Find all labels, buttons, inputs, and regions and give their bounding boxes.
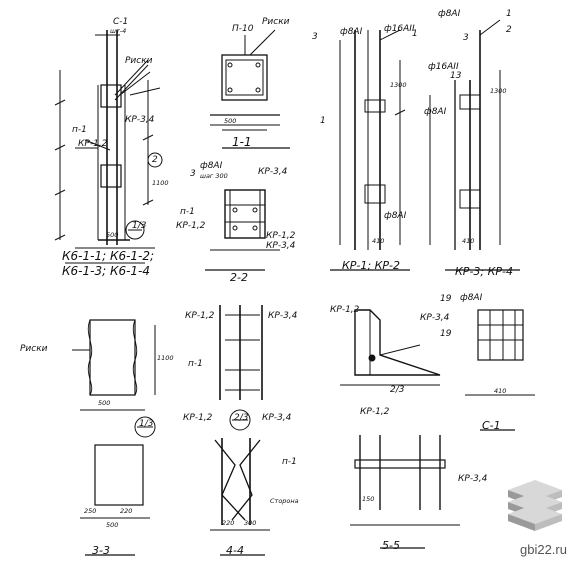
circle-1-c: 1 <box>506 9 512 19</box>
section-3-3 <box>80 416 156 556</box>
label-kr12-f: КР-1,2 <box>183 413 213 423</box>
label-phi8-a: ф8АI <box>200 161 223 171</box>
circle-19-a: 19 <box>440 294 452 304</box>
dim-1100-b: 1100 <box>157 354 174 362</box>
dim-150: 150 <box>362 495 375 503</box>
label-kr34-e: КР-3,4 <box>420 313 450 323</box>
dim-250-a: 250 <box>84 507 97 515</box>
label-m1-c: п-1 <box>188 359 203 369</box>
label-kr34-d: КР-3,4 <box>268 311 298 321</box>
circle-3-a: 3 <box>190 169 196 179</box>
column-elevation <box>54 30 163 264</box>
label-section-1-1: 1-1 <box>232 135 252 149</box>
label-riski-top: Риски <box>125 56 153 66</box>
frac-2-3-b: 2/3 <box>234 413 249 423</box>
watermark-logo <box>508 480 562 531</box>
label-phi16-b: ф16АII <box>428 62 459 72</box>
label-k6-1: К6-1-1; К6-1-2; <box>62 249 155 263</box>
label-sht4: шт-4 <box>110 27 127 35</box>
label-phi8-b: ф8АI <box>340 27 363 37</box>
frame-kr1-kr2 <box>330 29 410 271</box>
label-kr12-g: КР-1,2 <box>360 407 390 417</box>
label-p10: П-10 <box>232 24 254 34</box>
dim-220-a: 220 <box>120 507 133 515</box>
column-end-view <box>72 319 156 411</box>
dim-1300-a: 1300 <box>390 81 407 89</box>
mesh-c1 <box>465 309 535 431</box>
dim-410-a: 410 <box>372 237 385 245</box>
label-kr12-b: КР-1,2 <box>176 221 206 231</box>
circle-2-a: 2 <box>152 155 158 165</box>
label-section-5-5: 5-5 <box>382 539 400 552</box>
section-4-4-plan <box>210 409 270 556</box>
circle-1-a: 1 <box>412 29 418 39</box>
label-kr12-d: КР-1,2 <box>185 311 215 321</box>
label-kr34-b: КР-3,4 <box>258 167 288 177</box>
circle-1-b: 1 <box>320 116 326 126</box>
frac-1-3-b: 1/3 <box>139 419 154 429</box>
label-kr12-left: КР-1,2 <box>78 139 108 149</box>
section-5-5 <box>350 435 460 549</box>
label-section-2-2: 2-2 <box>230 271 248 284</box>
label-section-4-4: 4-4 <box>226 544 244 557</box>
label-kr3-kr4: КР-3; КР-4 <box>455 265 514 278</box>
label-section-3-3: 3-3 <box>92 544 110 557</box>
label-kr34-left: КР-3,4 <box>125 115 155 125</box>
label-m1-d: п-1 <box>282 457 297 467</box>
dim-410-b: 410 <box>462 237 475 245</box>
label-phi8-c: ф8АI <box>384 211 407 221</box>
label-kr1-kr2: КР-1; КР-2 <box>342 259 401 272</box>
label-kr34-f: КР-3,4 <box>262 413 292 423</box>
frame-kr3-kr4 <box>429 19 520 271</box>
label-kr12-e: КР-1,2 <box>330 305 360 315</box>
label-phi16-a: ф16АII <box>384 24 415 34</box>
label-k6-2: К6-1-3; К6-1-4 <box>62 264 151 278</box>
dim-500-a: 500 <box>106 231 119 239</box>
circle-2-b: 2 <box>506 25 512 35</box>
label-storona: Сторона <box>270 497 299 505</box>
frac-2-3: 2/3 <box>390 385 405 395</box>
label-kr34-c: КР-3,4 <box>266 241 296 251</box>
dim-500-d: 500 <box>106 521 119 529</box>
plate-section-1-1 <box>210 29 290 149</box>
label-c1-top: С-1 <box>113 17 129 27</box>
label-m1-b: п-1 <box>180 207 195 217</box>
dim-500-c: 500 <box>98 399 111 407</box>
label-riski-left: Риски <box>20 344 48 354</box>
dim-410-c: 410 <box>494 387 507 395</box>
circle-19-b: 19 <box>440 329 452 339</box>
frac-1-3-a: 1/3 <box>132 221 147 231</box>
dim-500-b: 500 <box>224 117 237 125</box>
website-watermark: gbi22.ru <box>520 542 567 557</box>
label-phi8-f: ф8АI <box>460 293 483 303</box>
circle-13: 13 <box>450 71 462 81</box>
label-m1-left: п-1 <box>72 125 87 135</box>
section-2-2 <box>205 189 280 271</box>
section-4-4-elevation <box>219 305 263 400</box>
console-bracket <box>340 309 441 386</box>
circle-3-b: 3 <box>312 32 318 42</box>
label-phi8-e: ф8АI <box>424 107 447 117</box>
label-kr34-g: КР-3,4 <box>458 474 488 484</box>
label-c1-bottom: С-1 <box>482 419 501 432</box>
label-kr12-c: КР-1,2 <box>266 231 296 241</box>
dim-220-b: 220 <box>222 519 235 527</box>
dim-1100-a: 1100 <box>152 179 169 187</box>
dim-1300-b: 1300 <box>490 87 507 95</box>
circle-3-c: 3 <box>463 33 469 43</box>
label-riski-mid: Риски <box>262 17 290 27</box>
label-phi8-d: ф8АI <box>438 9 461 19</box>
dim-300: 300 <box>244 519 257 527</box>
label-shag300: шаг 300 <box>200 172 228 180</box>
